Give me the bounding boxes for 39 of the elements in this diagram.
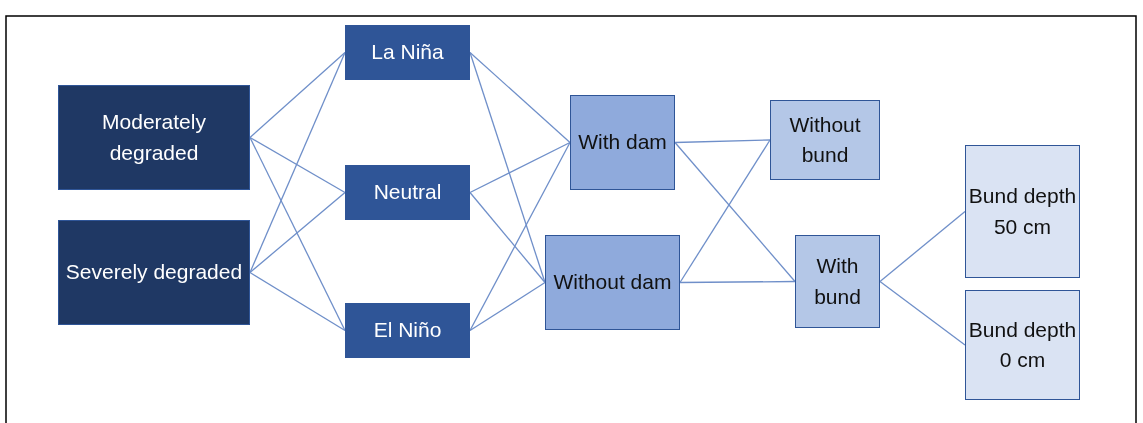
connector-line (469, 281, 546, 332)
box-label: Bund depth 50 cm (967, 183, 1078, 240)
connector-line (469, 51, 571, 144)
connector-line (249, 191, 346, 274)
connector-line (469, 141, 571, 194)
connector-line (879, 280, 966, 346)
connector-line (249, 136, 346, 194)
connector-line (679, 139, 771, 284)
box-label: Without bund (788, 111, 862, 168)
process-box (570, 95, 675, 190)
box-label: La Niña (371, 39, 444, 66)
process-box (58, 220, 250, 325)
process-box (965, 145, 1080, 278)
box-label: Neutral (373, 179, 442, 206)
box-label: With bund (813, 253, 862, 310)
connector-line (469, 191, 546, 284)
connector-line (469, 141, 571, 332)
process-box (965, 290, 1080, 400)
process-box (545, 235, 680, 330)
box-label: El Niño (373, 317, 442, 344)
connector-line (879, 210, 966, 283)
box-label: Without dam (553, 269, 672, 296)
connector-line (249, 51, 346, 139)
process-box (345, 25, 470, 80)
process-box (770, 100, 880, 180)
connector-line (249, 51, 346, 274)
connector-line (249, 271, 346, 332)
box-label: Bund depth 0 cm (967, 316, 1078, 373)
connector-line (674, 141, 796, 283)
box-label: With dam (578, 129, 667, 156)
connector-line (674, 139, 771, 144)
process-box (795, 235, 880, 328)
box-label: Severely degraded (65, 259, 243, 286)
connector-line (679, 280, 796, 284)
connector-line (249, 136, 346, 332)
box-label: Moderately degraded (101, 109, 207, 166)
process-box (58, 85, 250, 190)
process-box (345, 165, 470, 220)
process-box (345, 303, 470, 358)
